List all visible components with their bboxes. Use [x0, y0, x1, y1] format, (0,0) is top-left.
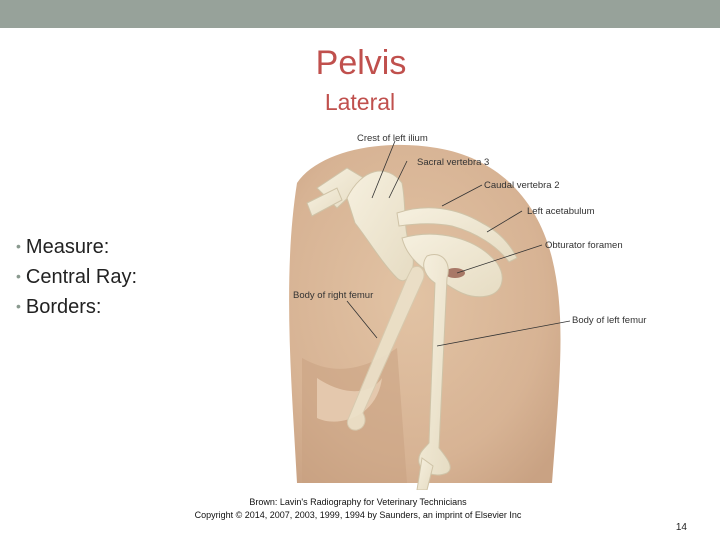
- label-crest: Crest of left ilium: [357, 133, 428, 144]
- label-left-femur: Body of left femur: [572, 315, 646, 326]
- label-obturator: Obturator foramen: [545, 240, 623, 251]
- slide-subtitle: Lateral: [324, 89, 396, 115]
- bullet-text: Measure:: [25, 236, 110, 258]
- bullet-icon: •: [16, 238, 21, 254]
- bullet-list: •Measure: •Central Ray: •Borders:: [16, 232, 137, 322]
- bullet-text: Central Ray:: [25, 266, 138, 288]
- caption-line-1: Brown: Lavin's Radiography for Veterinar…: [249, 497, 467, 507]
- slide-title: Pelvis: [315, 44, 407, 82]
- label-acetabulum: Left acetabulum: [527, 206, 595, 217]
- label-caudal: Caudal vertebra 2: [484, 180, 560, 191]
- bullet-icon: •: [16, 298, 21, 314]
- label-right-femur: Body of right femur: [293, 290, 373, 301]
- page-number: 14: [675, 522, 687, 533]
- bullet-item: •Borders:: [16, 292, 137, 322]
- bullet-item: •Measure:: [16, 232, 137, 262]
- bullet-item: •Central Ray:: [16, 262, 137, 292]
- header-bar: [0, 0, 720, 28]
- pelvis-illustration: Crest of left ilium Sacral vertebra 3 Ca…: [277, 128, 666, 490]
- bullet-text: Borders:: [25, 296, 102, 318]
- caption-line-2: Copyright © 2014, 2007, 2003, 1999, 1994…: [194, 510, 522, 520]
- label-sacral: Sacral vertebra 3: [417, 157, 489, 168]
- bullet-icon: •: [16, 268, 21, 284]
- figure-caption: Brown: Lavin's Radiography for Veterinar…: [160, 496, 556, 522]
